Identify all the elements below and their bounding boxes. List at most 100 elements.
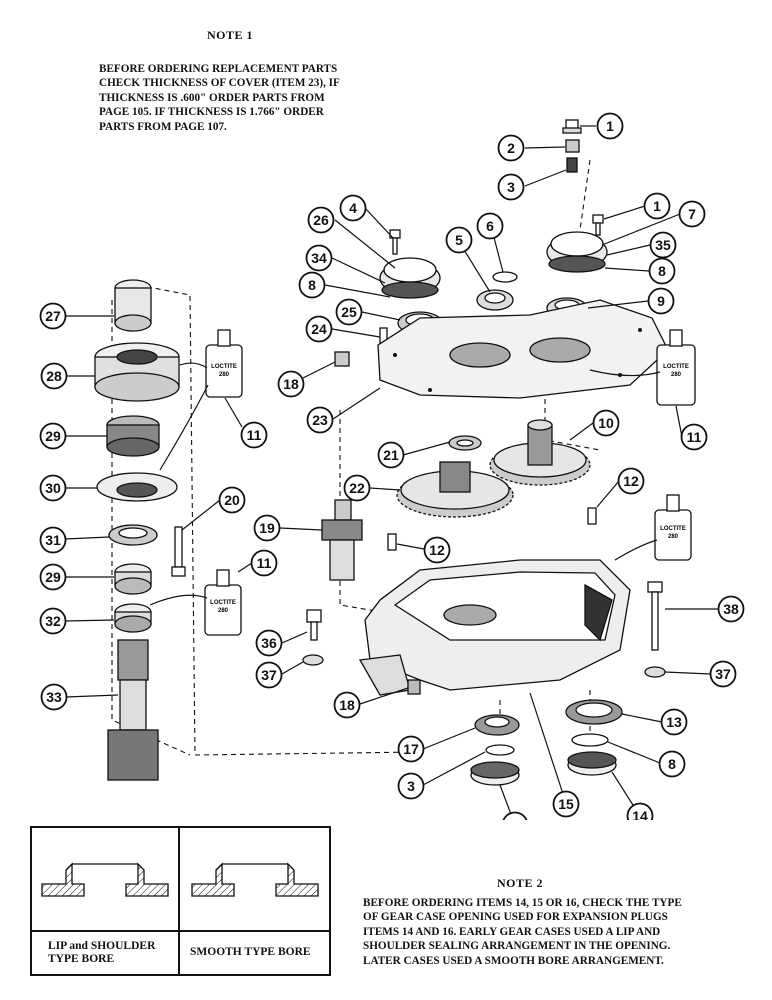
- bearing-item-32: [114, 603, 152, 633]
- svg-text:17: 17: [403, 741, 419, 757]
- svg-text:12: 12: [623, 473, 639, 489]
- callout-13: 8: [648, 257, 676, 285]
- expansion-plug-item-16: [470, 761, 520, 786]
- snap-ring-item-3: [485, 744, 515, 756]
- note-1-line: BEFORE ORDERING REPLACEMENT PARTS: [99, 63, 338, 75]
- bearing-item-17: [474, 714, 520, 736]
- svg-text:8: 8: [308, 277, 316, 293]
- callout-9: 26: [307, 206, 335, 234]
- plug-item-18: [407, 679, 421, 695]
- svg-text:4: 4: [349, 200, 357, 216]
- bolt-item-36: [306, 609, 322, 641]
- svg-text:22: 22: [349, 480, 365, 496]
- loctite-bottle-item-11: LOCTITE 280: [204, 569, 242, 636]
- callout-8: 7: [678, 200, 706, 228]
- snap-ring-item-3: [492, 271, 518, 283]
- svg-text:34: 34: [311, 250, 327, 266]
- svg-text:20: 20: [224, 492, 240, 508]
- callout-46: 15: [552, 790, 580, 818]
- note-2-line: LATER CASES USED A SMOOTH BORE ARRANGEME…: [363, 954, 664, 967]
- callout-33: 11: [250, 549, 278, 577]
- callout-18: 28: [40, 362, 68, 390]
- callout-34: 29: [39, 563, 67, 591]
- callout-2: 2: [497, 134, 525, 162]
- svg-text:26: 26: [313, 212, 329, 228]
- callout-43: 17: [397, 735, 425, 763]
- bolt-item-1: [592, 214, 604, 236]
- svg-text:33: 33: [46, 689, 62, 705]
- bearing-item-2: [476, 289, 514, 311]
- bore-divider: [32, 930, 329, 932]
- smooth-bore-label: SMOOTH TYPE BORE: [190, 946, 311, 958]
- svg-text:18: 18: [283, 376, 299, 392]
- note-1-line: PARTS FROM PAGE 107.: [99, 120, 227, 133]
- callout-29: 12: [617, 467, 645, 495]
- callout-31: 19: [253, 514, 281, 542]
- callout-44: 8: [658, 750, 686, 778]
- svg-text:37: 37: [261, 667, 277, 683]
- svg-text:8: 8: [658, 263, 666, 279]
- svg-text:12: 12: [429, 542, 445, 558]
- note-2-title: NOTE 2: [497, 876, 544, 890]
- snap-ring-item-8: [571, 733, 609, 747]
- roller-bearing-item-29: [106, 415, 160, 457]
- svg-text:9: 9: [657, 293, 665, 309]
- bore-divider: [178, 828, 180, 974]
- washer-item-37: [302, 654, 324, 666]
- callout-28: 20: [218, 486, 246, 514]
- loctite-bottle-item-11: LOCTITE 280: [656, 329, 696, 406]
- svg-text:8: 8: [668, 756, 676, 772]
- callout-10: 34: [305, 244, 333, 272]
- callout-40: 33: [40, 683, 68, 711]
- svg-text:1: 1: [606, 118, 614, 134]
- bearing-cap-item-7: [546, 231, 608, 273]
- sealant-line: [149, 594, 208, 606]
- callout-47: 14: [626, 802, 654, 820]
- callout-15: 25: [335, 298, 363, 326]
- sealant-line: [589, 369, 661, 377]
- callout-leaders: [64, 125, 719, 820]
- svg-text:18: 18: [339, 697, 355, 713]
- sealant-line: [614, 539, 658, 561]
- seal-item-31: [108, 524, 158, 546]
- bottle-label: LOCTITE: [663, 364, 689, 370]
- bottle-label: LOCTITE: [211, 364, 237, 370]
- svg-text:35: 35: [655, 237, 671, 253]
- svg-text:11: 11: [257, 555, 272, 571]
- bearing-cap-item-26: [379, 257, 441, 299]
- callout-25: 21: [377, 441, 405, 469]
- callout-37: 36: [255, 629, 283, 657]
- washer-item-37: [644, 666, 666, 678]
- callout-24: 11: [680, 423, 708, 451]
- svg-text:15: 15: [558, 796, 574, 812]
- note-2-line: ITEMS 14 AND 16. EARLY GEAR CASES USED A…: [363, 925, 661, 938]
- smooth-bore-section: [191, 862, 319, 897]
- fitting-item-5: [565, 139, 580, 153]
- svg-text:14: 14: [632, 808, 648, 820]
- callout-3: 3: [497, 173, 525, 201]
- svg-text:2: 2: [507, 140, 515, 156]
- svg-text:21: 21: [383, 447, 399, 463]
- callout-27: 22: [343, 474, 371, 502]
- svg-text:25: 25: [341, 304, 357, 320]
- svg-text:1: 1: [653, 198, 661, 214]
- callout-32: 12: [423, 536, 451, 564]
- svg-text:38: 38: [723, 601, 739, 617]
- callout-38: 37: [255, 661, 283, 689]
- svg-text:19: 19: [259, 520, 275, 536]
- svg-text:30: 30: [45, 480, 61, 496]
- callout-5: 5: [445, 226, 473, 254]
- svg-text:10: 10: [598, 415, 614, 431]
- bore-label-line: LIP and SHOULDER: [48, 940, 156, 952]
- bolt-item-38: [647, 581, 663, 651]
- loctite-bottle-item-11: LOCTITE 280: [205, 329, 243, 398]
- svg-text:3: 3: [507, 179, 515, 195]
- svg-text:3: 3: [407, 778, 415, 794]
- callout-14: 9: [647, 287, 675, 315]
- svg-text:7: 7: [688, 206, 696, 222]
- callout-22: 29: [39, 422, 67, 450]
- callout-45: 3: [397, 772, 425, 800]
- bolt-item-1: [389, 229, 401, 255]
- note-1-line: CHECK THICKNESS OF COVER (ITEM 23), IF: [99, 77, 340, 90]
- note-1-line: THICKNESS IS .600" ORDER PARTS FROM: [99, 91, 325, 104]
